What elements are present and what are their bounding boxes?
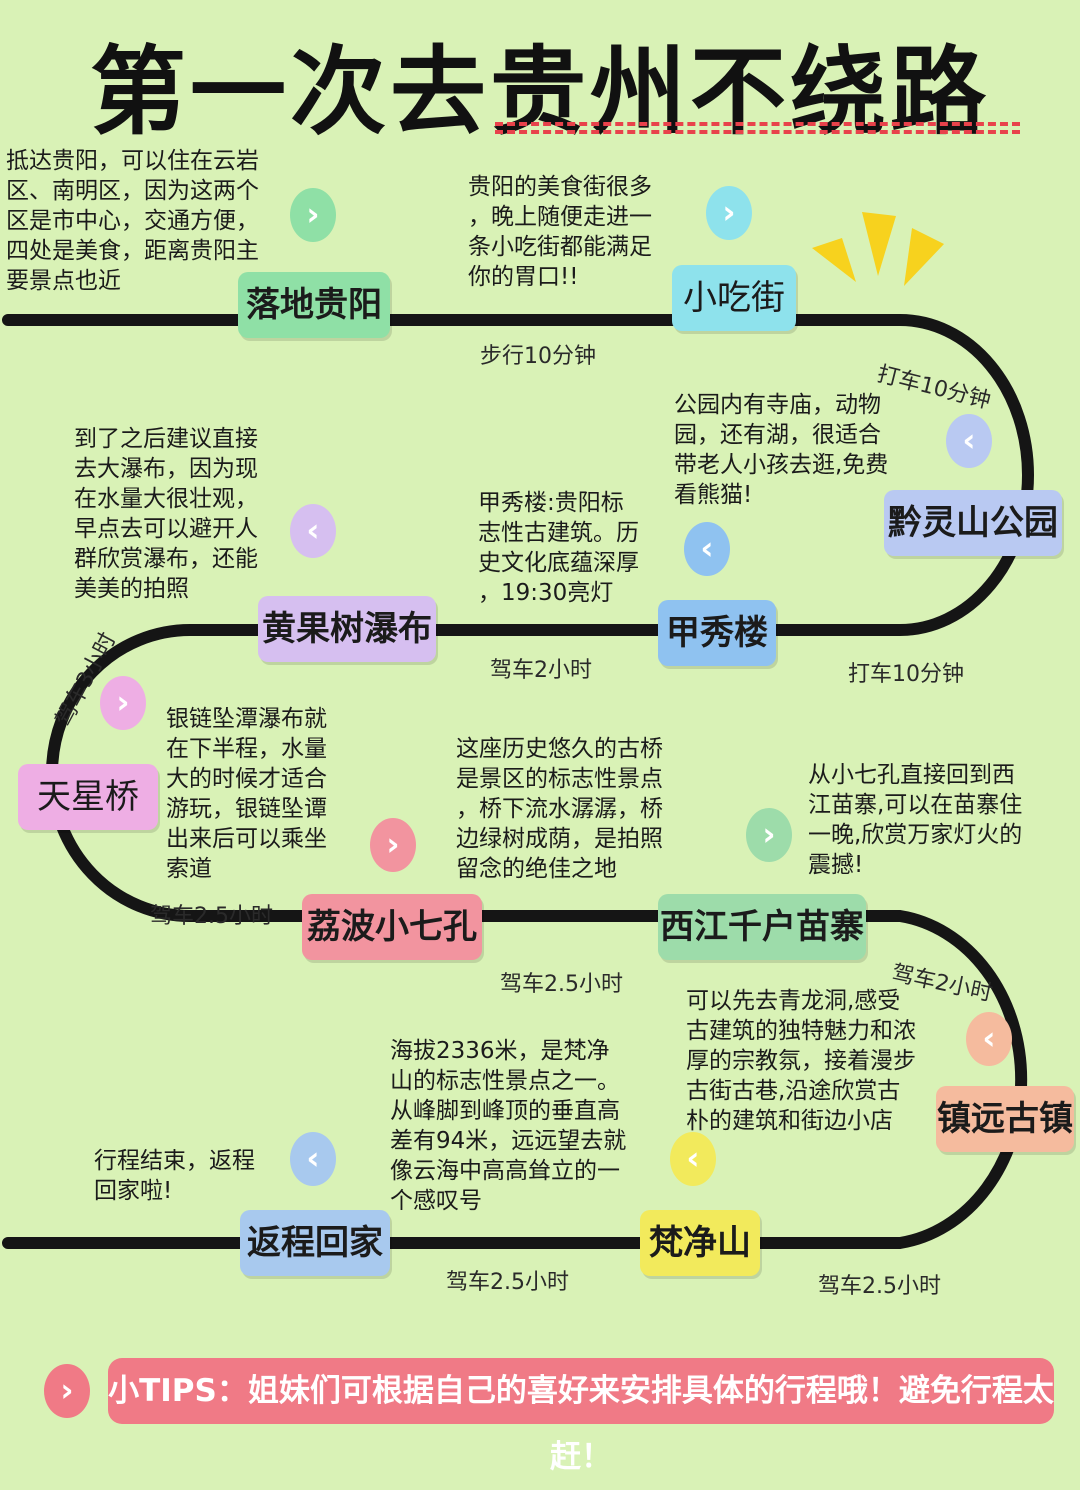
chevron-left-icon: ‹ [670, 1132, 716, 1186]
stop-node-fancheng: 返程回家 [240, 1210, 390, 1276]
stop-desc-jiaxiulou: 甲秀楼:贵阳标 志性古建筑。历 史文化底蕴深厚 ，19:30亮灯 [478, 490, 639, 606]
chevron-left-icon: ‹ [684, 522, 730, 576]
stop-desc-xiaochijie: 贵阳的美食街很多 ，晚上随便走进一 条小吃街都能满足 你的胃口!! [468, 174, 652, 290]
stop-desc-qianlingshan: 公园内有寺庙，动物 园，还有湖，很适合 带老人小孩去逛,免费 看熊猫! [674, 392, 889, 508]
chevron-right-icon: › [100, 676, 146, 730]
chevron-right-icon: › [370, 818, 416, 872]
stop-node-xiaochijie: 小吃街 [672, 265, 796, 331]
chevron-left-icon: ‹ [946, 414, 992, 468]
stop-desc-fancheng: 行程结束，返程 回家啦! [94, 1148, 255, 1204]
stop-node-fanjingshan: 梵净山 [640, 1210, 760, 1276]
stop-desc-fanjingshan: 海拔2336米，是梵净 山的标志性景点之一。 从峰脚到峰顶的垂直高 差有94米，… [390, 1038, 627, 1214]
stop-node-qianlingshan: 黔灵山公园 [884, 490, 1062, 556]
chevron-left-icon: ‹ [290, 1132, 336, 1186]
route-line [2, 314, 1034, 1249]
chevron-right-icon: › [290, 188, 336, 242]
segment-label: 步行10分钟 [480, 344, 596, 369]
chevron-right-icon: › [706, 186, 752, 240]
sparkle-burst-icon [812, 212, 944, 286]
segment-label: 驾车2.5小时 [446, 1270, 569, 1295]
stop-desc-luodi-guiyang: 抵达贵阳，可以住在云岩 区、南明区，因为这两个 区是市中心，交通方便， 四处是美… [6, 148, 259, 294]
stop-node-libo: 荔波小七孔 [302, 894, 482, 960]
stop-desc-huangguoshu: 到了之后建议直接 去大瀑布，因为现 在水量大很壮观， 早点去可以避开人 群欣赏瀑… [74, 426, 258, 602]
segment-label: 驾车2.5小时 [818, 1274, 941, 1299]
segment-label: 驾车2.5小时 [150, 904, 273, 929]
chevron-left-icon: ‹ [966, 1012, 1012, 1066]
chevron-right-icon: › [746, 808, 792, 862]
route-map [2, 212, 1034, 1249]
stop-desc-zhenyuan: 可以先去青龙洞,感受 古建筑的独特魅力和浓 厚的宗教氛，接着漫步 古街古巷,沿途… [686, 988, 916, 1134]
stop-node-zhenyuan: 镇远古镇 [936, 1086, 1074, 1152]
stop-node-xijiang: 西江千户苗寨 [658, 894, 866, 960]
tips-banner: 小TIPS：姐妹们可根据自己的喜好来安排具体的行程哦！避免行程太赶！ [108, 1358, 1054, 1475]
segment-label: 驾车2.5小时 [500, 972, 623, 997]
stop-node-jiaxiulou: 甲秀楼 [658, 600, 776, 666]
page-title: 第一次去贵州不绕路 [90, 36, 990, 148]
stop-node-huangguoshu: 黄果树瀑布 [258, 596, 436, 662]
stop-desc-xijiang: 从小七孔直接回到西 江苗寨,可以在苗寨住 一晚,欣赏万家灯火的 震撼! [808, 762, 1023, 878]
stop-desc-libo: 这座历史悠久的古桥 是景区的标志性景点 ，桥下流水潺潺，桥 边绿树成荫，是拍照 … [456, 736, 663, 882]
chevron-left-icon: ‹ [290, 504, 336, 558]
stop-desc-tianxingqiao: 银链坠潭瀑布就 在下半程，水量 大的时候才适合 游玩，银链坠谭 出来后可以乘坐 … [166, 706, 327, 882]
segment-label: 驾车2小时 [490, 658, 592, 683]
title-underline [495, 122, 1020, 134]
stop-node-luodi-guiyang: 落地贵阳 [238, 272, 390, 338]
segment-label: 打车10分钟 [848, 662, 964, 687]
chevron-right-icon: › [44, 1364, 90, 1418]
stop-node-tianxingqiao: 天星桥 [18, 764, 158, 830]
